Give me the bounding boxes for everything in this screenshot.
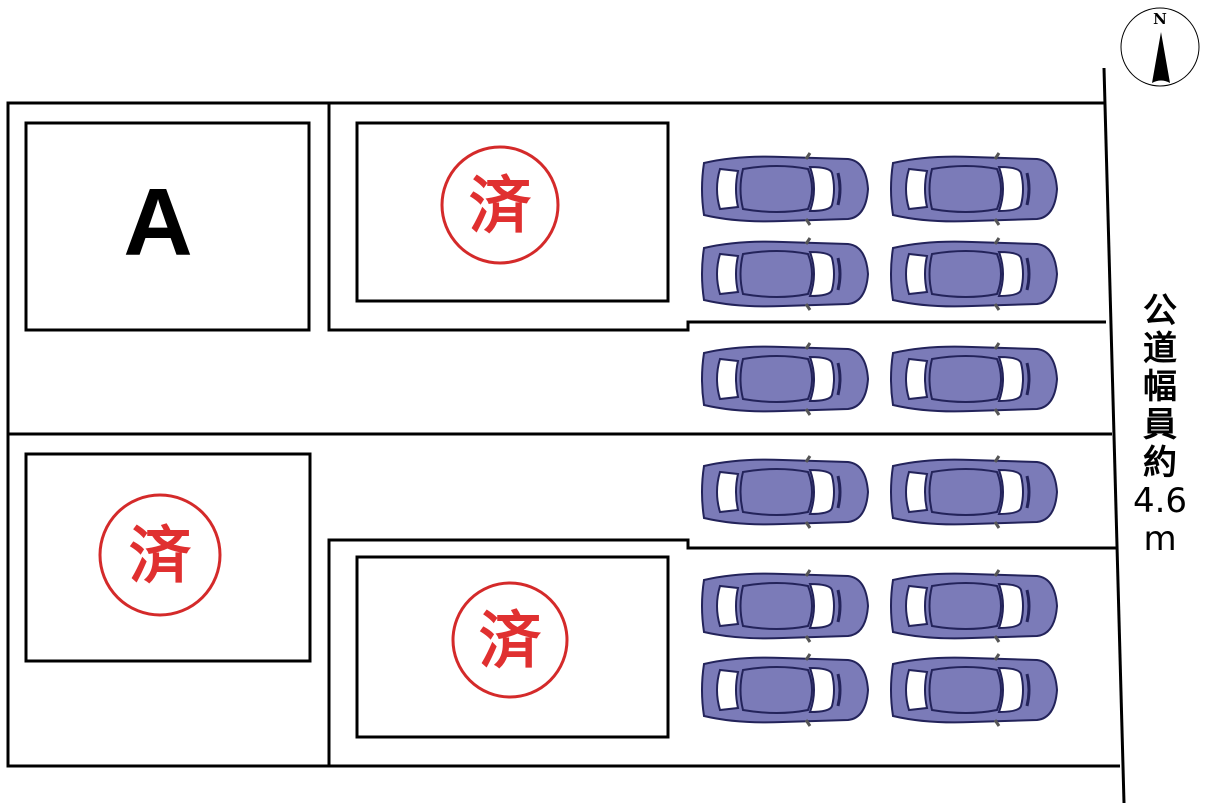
car-icon <box>700 454 870 530</box>
lot-boundaries <box>6 67 1126 804</box>
car-icon <box>889 341 1059 417</box>
svg-text:N: N <box>1153 10 1167 28</box>
svg-text:済: 済 <box>129 519 192 592</box>
svg-text:済: 済 <box>469 169 532 242</box>
sold-stamp: 済 <box>451 581 569 699</box>
car-icon <box>700 151 870 227</box>
car-icon <box>700 341 870 417</box>
car-icon <box>700 236 870 312</box>
car-icon <box>889 652 1059 728</box>
car-icon <box>889 236 1059 312</box>
svg-text:済: 済 <box>479 604 542 677</box>
parking-cars <box>700 151 1059 728</box>
road-width-label: 公 道 幅 員 約 4.6 m <box>1132 291 1188 559</box>
car-icon <box>889 568 1059 644</box>
lot-a-label: A <box>123 169 192 276</box>
sold-stamp: 済 <box>440 145 560 265</box>
car-icon <box>889 151 1059 227</box>
car-icon <box>700 568 870 644</box>
road-edge <box>1102 67 1126 804</box>
north-compass-icon: N <box>1120 7 1200 87</box>
car-icon <box>889 454 1059 530</box>
car-icon <box>700 652 870 728</box>
building-lot-a[interactable] <box>24 121 311 332</box>
sold-stamp: 済 <box>98 493 222 617</box>
